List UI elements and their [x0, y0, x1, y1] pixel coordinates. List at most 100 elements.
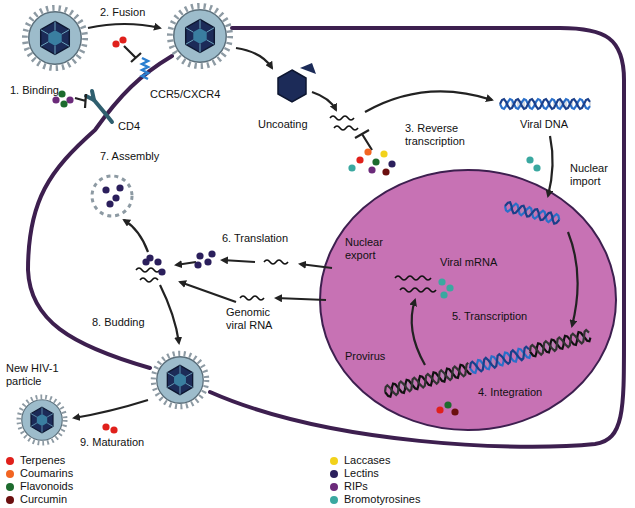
compound-dot — [194, 261, 201, 268]
step-label: 8. Budding — [92, 316, 145, 329]
compound-dot — [348, 164, 355, 171]
compound-dot — [368, 166, 375, 173]
compound-dot — [119, 36, 126, 43]
assembling-virion — [92, 176, 132, 216]
legend-row: Terpenes — [6, 454, 65, 467]
inhibition-bars — [75, 46, 372, 150]
step-label: Genomic viral RNA — [226, 306, 288, 332]
step-label: 2. Fusion — [100, 6, 145, 19]
host-chromosome — [385, 363, 468, 395]
compound-dot — [196, 252, 203, 259]
compound-dot — [356, 156, 363, 163]
compound-dot — [438, 278, 445, 285]
hiv-virion — [25, 8, 85, 68]
provirus-dna — [470, 347, 529, 372]
step-label: 9. Maturation — [80, 436, 144, 449]
legend-swatch — [6, 496, 14, 504]
compound-dot — [142, 258, 149, 265]
viral-dna-rungs — [500, 99, 590, 109]
compound-dot — [102, 186, 109, 193]
compound-dot — [154, 258, 161, 265]
cell-membrane — [28, 28, 624, 447]
legend-row: Flavonoids — [6, 480, 73, 493]
viral-dna — [500, 99, 590, 109]
compound-dot — [526, 156, 533, 163]
step-label: Provirus — [345, 350, 385, 363]
compound-dot — [446, 284, 453, 291]
nucleus — [320, 170, 616, 430]
legend-text: Flavonoids — [20, 480, 73, 493]
step-label: 3. Reverse transcription — [405, 122, 495, 148]
compound-dot — [158, 268, 165, 275]
fusing-virion — [170, 6, 230, 66]
process-arrows — [74, 24, 578, 418]
legend-text: Curcumin — [20, 493, 67, 506]
legend-row: Coumarins — [6, 467, 73, 480]
step-label: 5. Transcription — [452, 310, 527, 323]
imported-dna — [505, 202, 559, 223]
compound-dot — [204, 258, 211, 265]
compound-dot — [440, 291, 447, 298]
compound-dot — [533, 164, 540, 171]
step-label: CD4 — [118, 120, 140, 133]
compound-dot — [66, 96, 73, 103]
uncoated-capsid — [278, 63, 316, 102]
legend-row: Lectins — [330, 467, 379, 480]
viral-dna — [500, 99, 590, 109]
compound-dot — [372, 158, 379, 165]
new-virion — [19, 397, 66, 444]
step-label: Viral DNA — [520, 118, 568, 131]
compound-dots — [52, 36, 540, 433]
compound-dot — [116, 184, 123, 191]
legend-row: Curcumin — [6, 493, 67, 506]
compound-dot — [436, 406, 443, 413]
compound-dot — [112, 194, 119, 201]
compound-dot — [444, 401, 451, 408]
legend-swatch — [6, 470, 14, 478]
legend-swatch — [330, 470, 338, 478]
step-label: 7. Assembly — [100, 150, 159, 163]
compound-dot — [102, 423, 109, 430]
legend-text: Terpenes — [20, 454, 65, 467]
rna-strands — [136, 116, 436, 300]
compound-dot — [364, 148, 371, 155]
dna-helices — [385, 99, 590, 397]
legend-row: RIPs — [330, 480, 368, 493]
legend-row: Laccases — [330, 454, 390, 467]
ccr5-cxcr4-coreceptor — [142, 58, 148, 79]
legend-row: Bromotyrosines — [330, 493, 420, 506]
compound-dot — [382, 168, 389, 175]
legend-text: Laccases — [344, 454, 390, 467]
legend-swatch — [330, 457, 338, 465]
step-label: Uncoating — [258, 118, 308, 131]
legend-swatch — [6, 483, 14, 491]
legend-text: Coumarins — [20, 467, 73, 480]
compound-dot — [106, 200, 113, 207]
legend-text: Bromotyrosines — [344, 493, 420, 506]
budding-virion — [153, 353, 206, 406]
step-label: 1. Binding — [10, 84, 59, 97]
cd4-receptor — [86, 91, 112, 122]
legend-swatch — [6, 457, 14, 465]
compound-dot — [451, 408, 458, 415]
host-chromosome — [530, 330, 589, 355]
compound-dot — [58, 90, 65, 97]
compound-dot — [208, 250, 215, 257]
compound-dot — [380, 150, 387, 157]
compound-dot — [112, 40, 119, 47]
compound-dot — [60, 100, 67, 107]
legend-text: RIPs — [344, 480, 368, 493]
step-label: New HIV-1 particle — [6, 362, 68, 388]
step-label: Viral mRNA — [440, 256, 497, 269]
step-label: 6. Translation — [222, 232, 288, 245]
legend-text: Lectins — [344, 467, 379, 480]
step-label: CCR5/CXCR4 — [150, 88, 220, 101]
step-label: Nuclear export — [345, 236, 395, 262]
compound-dot — [388, 160, 395, 167]
compound-dot — [52, 96, 59, 103]
step-label: 4. Integration — [478, 386, 542, 399]
legend-swatch — [330, 496, 338, 504]
legend-swatch — [330, 483, 338, 491]
compound-dot — [110, 426, 117, 433]
